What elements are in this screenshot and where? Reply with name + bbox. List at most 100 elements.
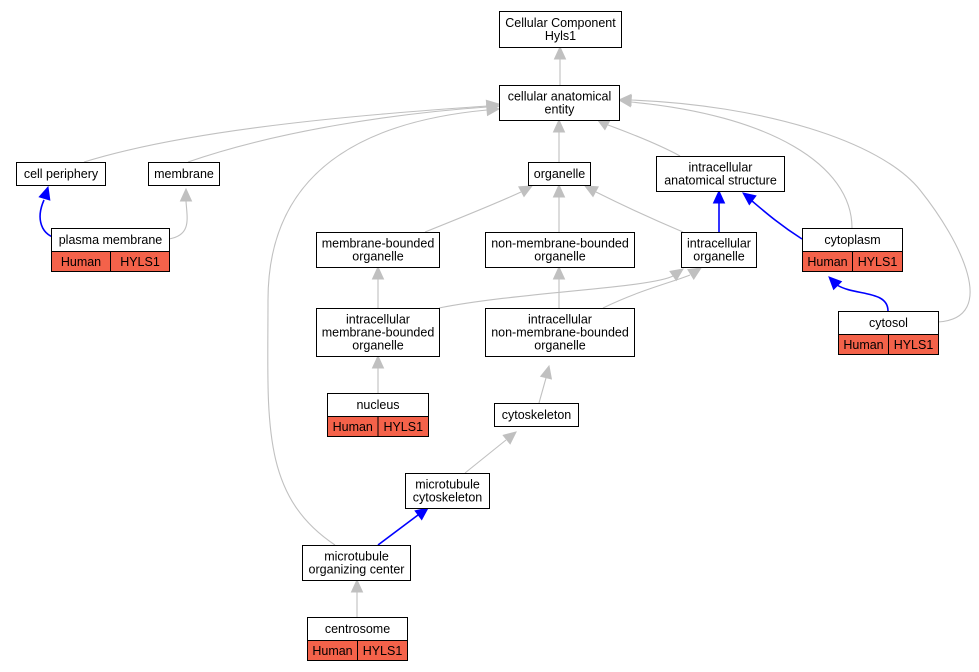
term-label: cellular anatomical xyxy=(508,90,612,104)
gene-cell xyxy=(110,251,170,272)
term-label: cytoplasm xyxy=(824,233,880,247)
arrowhead xyxy=(371,354,385,369)
arrowhead xyxy=(552,183,566,198)
arrowhead xyxy=(828,276,843,291)
term-label: Cellular Component xyxy=(505,16,616,30)
edge-organelle-to-cae xyxy=(552,118,566,162)
edge-plasma-membrane-to-membrane xyxy=(168,187,193,240)
term-box xyxy=(405,473,490,509)
term-label: organelle xyxy=(693,250,744,264)
arrowhead xyxy=(38,185,51,201)
arrowhead xyxy=(539,364,553,380)
term-label: membrane-bounded xyxy=(322,237,435,251)
term-label: non-membrane-bounded xyxy=(491,237,629,251)
arrowhead xyxy=(371,265,385,280)
term-box xyxy=(302,545,411,581)
arrowhead xyxy=(179,187,193,202)
edge-line xyxy=(630,101,853,229)
arrowhead xyxy=(518,185,534,198)
term-box xyxy=(316,232,440,268)
arrowhead xyxy=(617,93,632,107)
edge-line xyxy=(607,124,681,157)
gene-label: HYLS1 xyxy=(894,338,934,352)
term-label: microtubule xyxy=(324,550,389,564)
term-label: cytoskeleton xyxy=(502,408,572,422)
species-label: Human xyxy=(61,255,101,269)
term-label: intracellular xyxy=(687,237,751,251)
term-label: intracellular xyxy=(689,161,753,175)
term-label: entity xyxy=(545,103,576,117)
edge-centrosome-to-microtubule-organizing-center xyxy=(350,578,364,617)
term-box xyxy=(316,308,440,357)
term-label: cell periphery xyxy=(24,167,99,181)
term-label: organizing center xyxy=(309,563,405,577)
term-label: intracellular xyxy=(528,313,592,327)
term-node-organelle[interactable]: organelle xyxy=(528,162,591,186)
arrowhead xyxy=(350,578,364,593)
edge-nucleus-to-intracellular-membrane-bounded-organelle xyxy=(371,354,385,393)
term-node-membrane[interactable]: membrane xyxy=(148,162,220,186)
edge-microtubule-cytoskeleton-to-cytoskeleton xyxy=(464,431,517,474)
edge-cytoplasm-to-intracellular-anatomical-structure xyxy=(742,192,803,240)
edge-cell-periphery-to-cae xyxy=(83,99,501,163)
arrowhead xyxy=(742,192,757,206)
gene-cell xyxy=(357,640,408,661)
arrowhead xyxy=(552,118,566,133)
term-label: cytoskeleton xyxy=(413,491,483,505)
edge-line xyxy=(836,284,889,312)
term-box xyxy=(528,162,591,186)
gene-label: HYLS1 xyxy=(383,420,423,434)
gene-cell xyxy=(852,251,903,272)
edge-line xyxy=(168,200,188,240)
term-node-cell-periphery[interactable]: cell periphery xyxy=(16,162,106,186)
edge-non-membrane-bounded-organelle-to-organelle xyxy=(552,183,566,232)
term-label: centrosome xyxy=(325,622,390,636)
term-box xyxy=(485,308,635,357)
term-box xyxy=(656,156,785,192)
term-label: Hyls1 xyxy=(545,29,576,43)
term-label: organelle xyxy=(534,339,585,353)
term-label: organelle xyxy=(352,250,403,264)
edge-intracellular-non-membrane-bounded-organelle-to-non-membrane-bounded-organelle xyxy=(552,265,566,308)
arrowhead xyxy=(552,265,566,280)
species-label: Human xyxy=(312,644,352,658)
species-label: Human xyxy=(333,420,373,434)
edge-cae-to-root xyxy=(553,45,567,85)
term-label: organelle xyxy=(352,339,403,353)
edge-intracellular-organelle-to-intracellular-anatomical-structure xyxy=(712,189,726,232)
species-label: Human xyxy=(843,338,883,352)
edges-layer xyxy=(38,45,971,617)
edge-line xyxy=(595,191,684,233)
arrowhead xyxy=(669,268,684,282)
annotation-row: Human HYLS1 xyxy=(327,416,429,437)
term-label: microtubule xyxy=(415,478,480,492)
edge-intracellular-non-membrane-bounded-organelle-to-intracellular-organelle xyxy=(602,267,703,309)
term-node-intracellular-non-membrane-bounded-organelle[interactable]: intracellularnon-membrane-boundedorganel… xyxy=(485,308,635,357)
gene-label: HYLS1 xyxy=(858,255,898,269)
edge-microtubule-organizing-center-to-cae xyxy=(267,103,501,546)
term-label: nucleus xyxy=(356,398,399,412)
edge-line xyxy=(377,514,419,546)
term-label: non-membrane-bounded xyxy=(491,326,629,340)
term-label: intracellular xyxy=(346,313,410,327)
term-label: cytosol xyxy=(869,316,908,330)
term-node-cytoskeleton[interactable]: cytoskeleton xyxy=(494,403,579,427)
